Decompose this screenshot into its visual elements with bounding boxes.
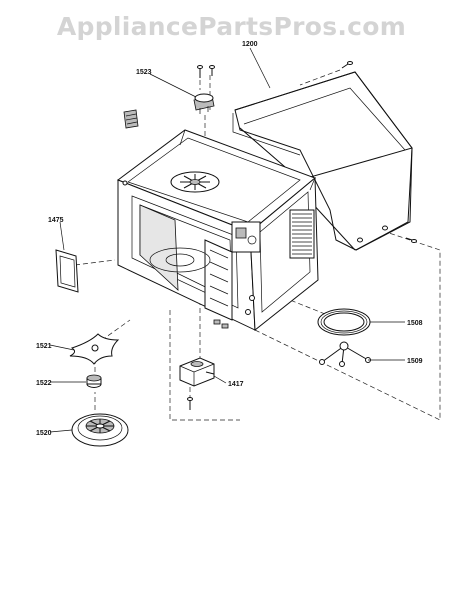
waveguide-cover-part — [55, 249, 79, 293]
turntable-part — [71, 413, 129, 447]
screws — [187, 61, 417, 410]
coupler-part — [86, 374, 102, 388]
stirrer-motor-part — [193, 93, 215, 114]
callout-1200: 1200 — [242, 41, 258, 48]
cover-pad-part — [123, 109, 139, 129]
callout-1508: 1508 — [407, 320, 423, 327]
callout-1475: 1475 — [48, 217, 64, 224]
callout-1417: 1417 — [228, 381, 244, 388]
callout-1520: 1520 — [36, 430, 52, 437]
vent-grille — [292, 213, 312, 255]
callout-1521: 1521 — [36, 343, 52, 350]
main-chassis — [116, 129, 319, 331]
callout-1522: 1522 — [36, 380, 52, 387]
assembly-dashed-lines — [74, 69, 441, 421]
leader-lines — [49, 47, 405, 433]
outer-cabinet — [232, 71, 413, 251]
callout-1509: 1509 — [407, 358, 423, 365]
turntable-motor-part — [179, 357, 215, 387]
callout-1523: 1523 — [136, 69, 152, 76]
watermark: AppliancePartsPros.com — [56, 12, 407, 41]
roller-ring-part — [317, 308, 371, 336]
roller-support-part — [319, 341, 371, 367]
roller-guide-part — [69, 333, 120, 365]
